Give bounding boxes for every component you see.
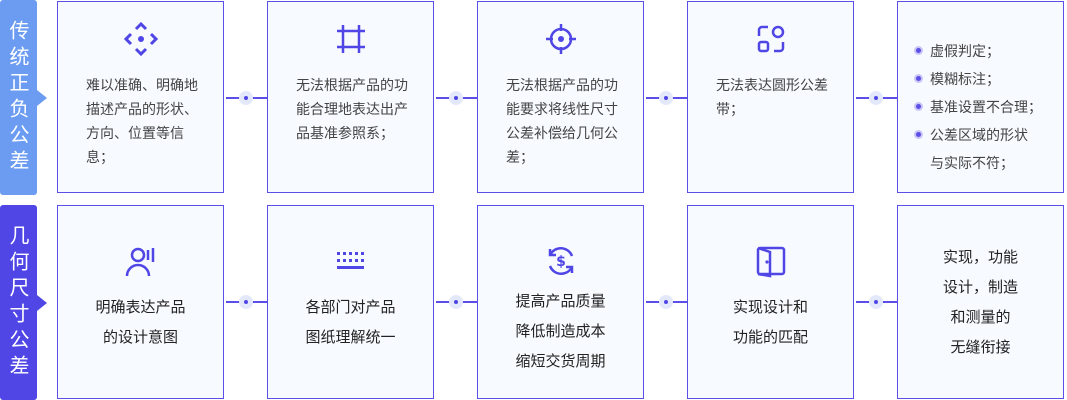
card-gdt-1: 明确表达产品的设计意图 bbox=[57, 205, 224, 399]
door-icon bbox=[756, 246, 785, 278]
card-traditional-3: 无法根据产品的功能要求将线性尺寸公差补偿给几何公差； bbox=[477, 1, 644, 193]
connector bbox=[856, 295, 897, 309]
connector bbox=[856, 91, 897, 105]
connector bbox=[436, 91, 477, 105]
text-line: 缩短交货周期 bbox=[515, 352, 606, 370]
dollar-cycle-icon: $ bbox=[548, 247, 573, 275]
card-gdt-2: 各部门对产品图纸理解统一 bbox=[267, 205, 434, 399]
text-line: 设计，制造 bbox=[942, 278, 1018, 296]
card-gdt-4: 实现设计和功能的匹配 bbox=[687, 205, 854, 399]
card-traditional-5: 虚假判定； 模糊标注； 基准设置不合理； 公差区域的形状 与实际不符； bbox=[897, 1, 1064, 193]
crosshair-icon bbox=[545, 24, 576, 54]
card-text: 各部门对产品图纸理解统一 bbox=[305, 292, 395, 352]
card-text: 实现设计和功能的匹配 bbox=[733, 292, 808, 352]
person-voice-icon bbox=[125, 247, 154, 277]
card-text: 提高产品质量降低制造成本缩短交货周期 bbox=[515, 286, 605, 376]
card-traditional-1: 难以准确、明确地描述产品的形状、方向、位置等信息； bbox=[57, 1, 224, 193]
card-gdt-3: $ 提高产品质量降低制造成本缩短交货周期 bbox=[477, 205, 644, 399]
card-text: 无法表达圆形公差带； bbox=[716, 78, 828, 118]
text-line: 图纸理解统一 bbox=[305, 328, 396, 346]
connector bbox=[226, 295, 267, 309]
connector bbox=[226, 91, 267, 105]
text-line: 提高产品质量 bbox=[515, 292, 606, 310]
list-item: 基准设置不合理； bbox=[916, 94, 1042, 122]
card-traditional-2: 无法根据产品的功能合理地表达出产品基准参照系； bbox=[267, 1, 434, 193]
text-line: 的设计意图 bbox=[102, 328, 178, 346]
connector bbox=[436, 295, 477, 309]
list-item: 公差区域的形状 bbox=[916, 122, 1042, 150]
svg-text:$: $ bbox=[556, 254, 566, 270]
shapes-icon bbox=[757, 25, 784, 53]
text-line: 实现，功能 bbox=[942, 248, 1018, 266]
list-item: 虚假判定； bbox=[916, 38, 1042, 66]
connector bbox=[646, 295, 687, 309]
text-line: 降低制造成本 bbox=[515, 322, 606, 340]
text-line: 实现设计和 bbox=[732, 298, 808, 316]
text-line: 各部门对产品 bbox=[305, 298, 396, 316]
connector bbox=[646, 91, 687, 105]
text-line: 无缝衔接 bbox=[950, 338, 1011, 356]
card-text: 无法根据产品的功能合理地表达出产品基准参照系； bbox=[296, 78, 408, 142]
diamond-target-icon bbox=[123, 22, 158, 56]
row-label-traditional: 传统正负公差 bbox=[0, 0, 47, 195]
text-line: 功能的匹配 bbox=[732, 328, 808, 346]
card-text: 无法根据产品的功能要求将线性尺寸公差补偿给几何公差； bbox=[506, 78, 618, 166]
text-line: 明确表达产品 bbox=[95, 298, 186, 316]
text-line: 和测量的 bbox=[950, 308, 1011, 326]
card-gdt-5: 实现，功能设计，制造和测量的无缝衔接 bbox=[897, 205, 1064, 399]
card-text: 实现，功能设计，制造和测量的无缝衔接 bbox=[943, 242, 1018, 362]
list-item: 模糊标注； bbox=[916, 66, 1042, 94]
list-item: 与实际不符； bbox=[930, 156, 1014, 172]
row-label-gdt: 几何尺寸公差 bbox=[0, 205, 47, 400]
frame-icon bbox=[336, 25, 365, 53]
card-traditional-4: 无法表达圆形公差带； bbox=[687, 1, 854, 193]
card-text: 难以准确、明确地描述产品的形状、方向、位置等信息； bbox=[86, 78, 198, 166]
issue-list: 虚假判定； 模糊标注； 基准设置不合理； 公差区域的形状 与实际不符； bbox=[916, 38, 1042, 178]
keyboard-icon bbox=[336, 252, 364, 269]
card-text: 明确表达产品的设计意图 bbox=[95, 292, 185, 352]
